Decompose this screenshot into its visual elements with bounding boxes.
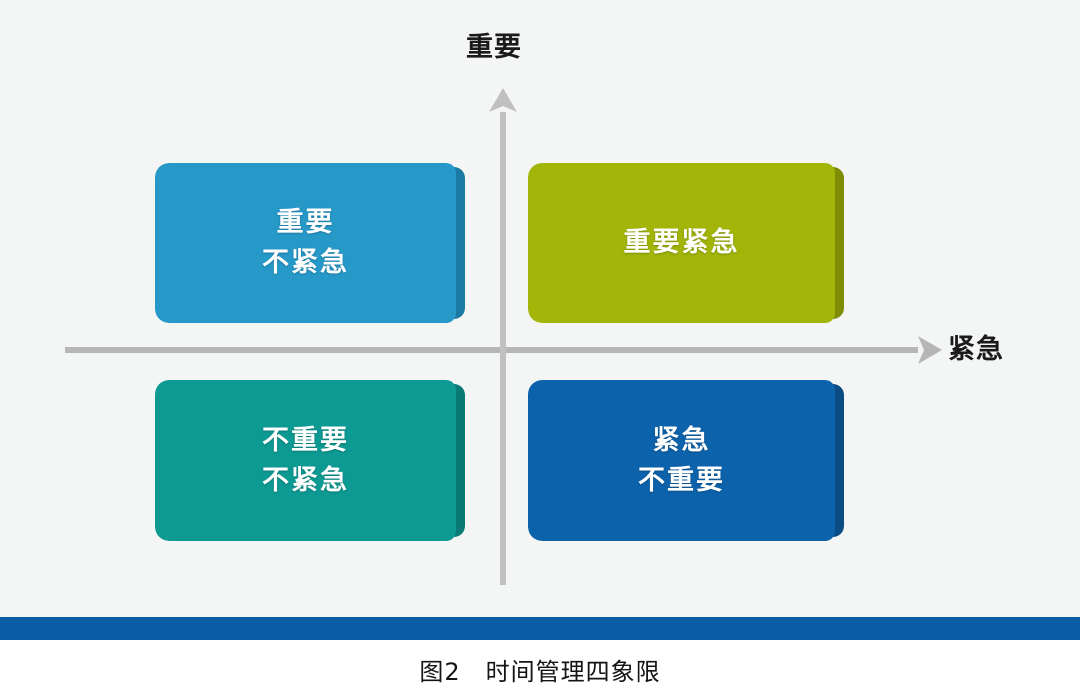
quadrant-label: 重要 不紧急 xyxy=(262,203,358,283)
card-bevel xyxy=(833,384,844,537)
card-bevel xyxy=(454,384,465,537)
quadrant-not-important-not-urgent[interactable]: 不重要 不紧急 xyxy=(155,380,465,541)
quadrant-label-line-2: 不紧急 xyxy=(262,464,349,496)
card-face xyxy=(155,380,456,541)
quadrant-label-line-2: 不紧急 xyxy=(262,247,349,278)
bottom-divider-rule xyxy=(0,617,1080,640)
quadrant-label: 紧急 不重要 xyxy=(638,421,734,501)
card-face xyxy=(155,163,456,323)
quadrant-label-line-1: 重要紧急 xyxy=(623,227,740,259)
quadrant-urgent-not-important[interactable]: 紧急 不重要 xyxy=(528,380,844,541)
axis-label-urgent: 紧急 xyxy=(948,334,1004,365)
quadrant-label-line-1: 紧急 xyxy=(652,424,711,456)
quadrant-label-line-1: 重要 xyxy=(276,207,335,239)
quadrant-label-line-1: 不重要 xyxy=(262,424,349,456)
card-face xyxy=(528,380,835,541)
arrow-right-icon xyxy=(918,336,942,364)
quadrant-label: 不重要 不紧急 xyxy=(262,421,358,501)
card-bevel xyxy=(454,167,465,319)
quadrant-label: 重要紧急 xyxy=(624,223,749,263)
axis-label-important: 重要 xyxy=(466,32,522,63)
arrow-up-icon xyxy=(489,88,517,112)
figure-caption: 图2 时间管理四象限 xyxy=(419,658,661,686)
quadrant-important-not-urgent[interactable]: 重要 不紧急 xyxy=(155,163,465,323)
figure-canvas: 重要 紧急 重要 不紧急 重要紧急 不重要 不紧急 紧急 不重要 xyxy=(65,32,1004,585)
quadrant-label-line-2: 不重要 xyxy=(638,464,725,496)
card-face xyxy=(528,163,835,323)
card-bevel xyxy=(833,167,844,319)
quadrant-important-urgent[interactable]: 重要紧急 xyxy=(528,163,844,323)
caption-area: 图2 时间管理四象限 xyxy=(0,640,1080,699)
